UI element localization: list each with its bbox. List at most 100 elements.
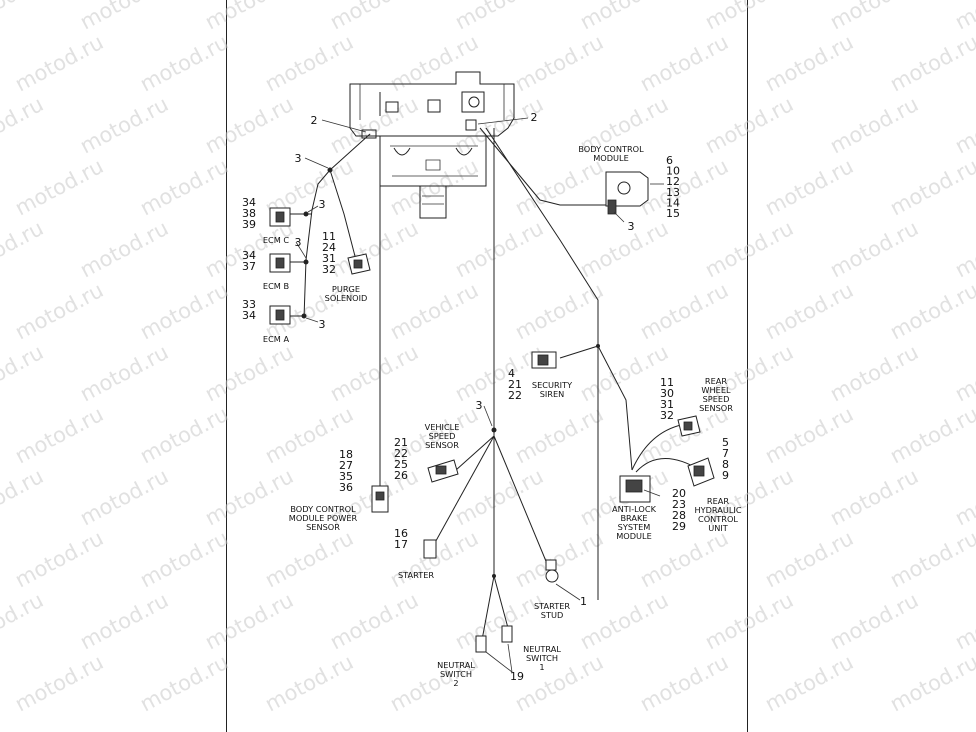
watermark-text: motod.ru bbox=[201, 92, 297, 158]
power-sensor-label-line: SENSOR bbox=[306, 522, 340, 532]
watermark-text: motod.ru bbox=[951, 588, 976, 654]
callout-neutral-line: 19 bbox=[510, 670, 524, 683]
ecm-a-connector bbox=[269, 305, 291, 325]
watermark-text: motod.ru bbox=[386, 154, 482, 220]
callout-bcm-refs-line: 14 bbox=[666, 196, 680, 209]
bcm-label-line: BODY CONTROL bbox=[578, 144, 644, 154]
watermark-text: motod.ru bbox=[0, 340, 47, 406]
abs-module-label-line: ANTI-LOCK bbox=[612, 504, 657, 514]
callout-neutral: 19 bbox=[510, 670, 524, 683]
watermark-text: motod.ru bbox=[261, 30, 357, 96]
watermark-text: motod.ru bbox=[11, 402, 107, 468]
security-siren-label-line: SECURITY bbox=[532, 380, 573, 390]
watermark-text: motod.ru bbox=[136, 30, 232, 96]
neutral-switch-2-label-line: SWITCH bbox=[440, 669, 472, 679]
leader-lines bbox=[295, 117, 664, 673]
callout-tie-bcm: 3 bbox=[628, 220, 635, 233]
callout-mount-right: 2 bbox=[531, 111, 538, 124]
callout-mount-right-line: 2 bbox=[531, 111, 538, 124]
watermark-text: motod.ru bbox=[511, 526, 607, 592]
watermark-text: motod.ru bbox=[761, 402, 857, 468]
watermark-text: motod.ru bbox=[511, 278, 607, 344]
callout-starter-stud: 1 bbox=[580, 595, 587, 608]
watermark-text: motod.ru bbox=[576, 588, 672, 654]
callout-ecm-b-refs-line: 37 bbox=[242, 260, 256, 273]
purge-solenoid-label-line: PURGE bbox=[332, 284, 360, 294]
tie-wraps bbox=[301, 167, 600, 578]
rear-wheel-speed-sensor-part bbox=[677, 415, 701, 437]
ecm-b-label: ECM B bbox=[263, 281, 290, 291]
callout-ecm-c-refs-line: 39 bbox=[242, 218, 256, 231]
watermark-text: motod.ru bbox=[76, 92, 172, 158]
abs-module-label-line: MODULE bbox=[616, 531, 652, 541]
callout-bcm-refs-line: 15 bbox=[666, 207, 680, 220]
ecm-a-label: ECM A bbox=[263, 334, 290, 344]
watermark-text: motod.ru bbox=[511, 402, 607, 468]
callout-abs-refs-line: 29 bbox=[672, 520, 686, 533]
watermark-text: motod.ru bbox=[951, 340, 976, 406]
abs-module-label-line: BRAKE bbox=[620, 513, 647, 523]
watermark-text: motod.ru bbox=[761, 30, 857, 96]
callout-hcu-refs-line: 9 bbox=[722, 469, 729, 482]
callout-tie-ecm-c: 3 bbox=[319, 198, 326, 211]
rear-wheel-speed-sensor-label-line: WHEEL bbox=[701, 385, 731, 395]
callout-tie-ecm-c-line: 3 bbox=[319, 198, 326, 211]
callout-abs-refs-line: 28 bbox=[672, 509, 686, 522]
callout-vss-refs-line: 25 bbox=[394, 458, 408, 471]
starter-stud-part bbox=[545, 559, 559, 583]
callout-ecm-c-refs-line: 34 bbox=[242, 196, 256, 209]
watermark-text: motod.ru bbox=[326, 588, 422, 654]
watermark-text: motod.ru bbox=[576, 216, 672, 282]
callout-vss-refs-line: 21 bbox=[394, 436, 408, 449]
callout-rear-wheel-refs-line: 30 bbox=[660, 387, 674, 400]
watermark-text: motod.ru bbox=[701, 0, 797, 34]
power-sensor-part bbox=[371, 485, 389, 513]
hcu-label-line: REAR bbox=[707, 496, 729, 506]
watermark-text: motod.ru bbox=[11, 526, 107, 592]
callout-purge-refs-line: 31 bbox=[322, 252, 336, 265]
watermark-text: motod.ru bbox=[826, 588, 922, 654]
starter-part bbox=[423, 539, 437, 559]
hcu-label-line: CONTROL bbox=[698, 514, 738, 524]
callout-siren-refs-line: 22 bbox=[508, 389, 522, 402]
starter-stud-label-line: STUD bbox=[541, 610, 564, 620]
callout-abs-refs-line: 20 bbox=[672, 487, 686, 500]
callout-rear-wheel-refs-line: 32 bbox=[660, 409, 674, 422]
ecm-a-label-line: ECM A bbox=[263, 334, 290, 344]
callout-hcu-refs-line: 7 bbox=[722, 447, 729, 460]
callout-starter-stud-line: 1 bbox=[580, 595, 587, 608]
watermark-text: motod.ru bbox=[761, 154, 857, 220]
watermark-text: motod.ru bbox=[826, 0, 922, 34]
callout-bcm-refs-line: 12 bbox=[666, 175, 680, 188]
neutral-switch-1-label-line: NEUTRAL bbox=[523, 644, 561, 654]
watermark-text: motod.ru bbox=[0, 464, 47, 530]
hcu-label-line: HYDRAULIC bbox=[694, 505, 741, 515]
watermark-text: motod.ru bbox=[136, 154, 232, 220]
watermark-text: motod.ru bbox=[261, 526, 357, 592]
watermark-text: motod.ru bbox=[576, 0, 672, 34]
callout-tie-bcm-line: 3 bbox=[628, 220, 635, 233]
watermark-text: motod.ru bbox=[701, 92, 797, 158]
watermark-text: motod.ru bbox=[951, 216, 976, 282]
callout-tie-center: 3 bbox=[476, 399, 483, 412]
security-siren-part bbox=[531, 351, 557, 369]
callout-ecm-c-refs-line: 38 bbox=[242, 207, 256, 220]
watermark-text: motod.ru bbox=[261, 650, 357, 716]
watermark-text: motod.ru bbox=[826, 92, 922, 158]
watermark-text: motod.ru bbox=[761, 526, 857, 592]
watermark-text: motod.ru bbox=[11, 30, 107, 96]
callout-tie-ecm-a: 3 bbox=[319, 318, 326, 331]
watermark-text: motod.ru bbox=[386, 278, 482, 344]
watermark-text: motod.ru bbox=[886, 402, 976, 468]
rear-wheel-speed-sensor-label-line: SPEED bbox=[703, 394, 730, 404]
